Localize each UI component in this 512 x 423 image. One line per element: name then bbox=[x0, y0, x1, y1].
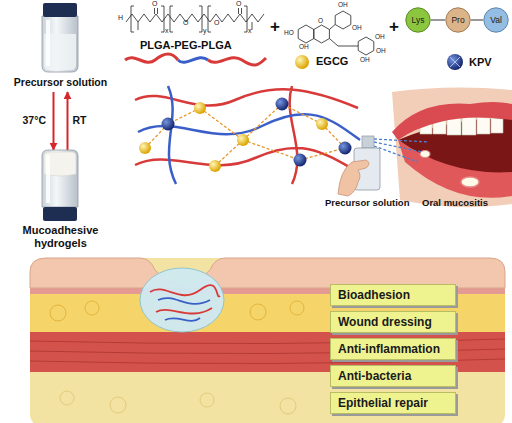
upper-lip bbox=[392, 102, 512, 140]
vial-node: Mucoadhesive hydrogels bbox=[8, 150, 113, 252]
free-label: Precursor solution bbox=[325, 198, 409, 208]
egcg-balls bbox=[139, 102, 328, 172]
vial-body bbox=[42, 150, 78, 207]
free-label: O bbox=[152, 0, 157, 7]
free-label: OH bbox=[360, 57, 370, 64]
hand bbox=[338, 160, 369, 196]
free-label: H bbox=[118, 14, 123, 21]
amino-acid-node: Val bbox=[483, 7, 509, 33]
free-label: O bbox=[183, 19, 188, 26]
plga-segment bbox=[125, 54, 178, 62]
vial-shape bbox=[8, 2, 113, 74]
node-text: Lys bbox=[405, 7, 431, 33]
egcg-ball bbox=[237, 134, 249, 146]
free-label: PLGA-PEG-PLGA bbox=[140, 40, 232, 51]
free-label: x bbox=[165, 27, 169, 34]
tissue-texture bbox=[60, 391, 296, 414]
node-text: Mucoadhesive hydrogels bbox=[8, 224, 113, 250]
function-box: Epithelial repair bbox=[330, 392, 456, 414]
free-label: OH bbox=[375, 34, 385, 41]
vial-body bbox=[42, 16, 78, 72]
glass-highlight bbox=[46, 155, 50, 203]
egcg-ball bbox=[295, 55, 309, 69]
node-text: Wound dressing bbox=[331, 315, 432, 329]
node-text: Precursor solution bbox=[8, 76, 113, 89]
glass-highlight bbox=[46, 20, 50, 66]
ball-highlight bbox=[450, 57, 460, 67]
vial-cap bbox=[43, 3, 77, 17]
function-box: Anti-inflammation bbox=[330, 338, 456, 360]
vial-shape bbox=[8, 150, 113, 222]
kpv-ball bbox=[339, 142, 352, 155]
amino-acid-circle bbox=[446, 8, 470, 32]
connector bbox=[67, 92, 69, 150]
free-label: O bbox=[214, 19, 219, 26]
connector bbox=[471, 19, 483, 20]
plga-segment bbox=[208, 58, 266, 65]
amino-acid-circle bbox=[484, 8, 508, 32]
kpv-ball bbox=[294, 154, 307, 167]
lower-lip bbox=[398, 140, 512, 198]
subcutis-layer bbox=[30, 258, 505, 423]
node-text: Val bbox=[483, 7, 509, 33]
repeat-bracket bbox=[131, 6, 247, 32]
free-label: x bbox=[248, 27, 252, 34]
free-label: OH bbox=[299, 44, 309, 51]
hydrogen-bond bbox=[145, 104, 345, 166]
ulcer bbox=[461, 177, 479, 187]
free-label: Oral mucositis bbox=[422, 198, 488, 208]
kpv-ball bbox=[162, 118, 175, 131]
free-label: O bbox=[318, 18, 323, 25]
free-label: OH bbox=[376, 48, 386, 55]
carbonyl-bond bbox=[155, 8, 242, 14]
kpv-ball bbox=[276, 98, 289, 111]
node-text: Epithelial repair bbox=[331, 396, 428, 410]
free-label: OH bbox=[352, 25, 362, 32]
muscle-fiber bbox=[30, 339, 505, 364]
function-box: Bioadhesion bbox=[330, 284, 456, 306]
connector bbox=[431, 19, 445, 20]
kpv-balls bbox=[162, 98, 352, 167]
egcg-ball bbox=[139, 142, 151, 154]
free-label: EGCG bbox=[316, 56, 348, 67]
polymer-backbone bbox=[126, 14, 264, 30]
polymer-strand bbox=[158, 298, 210, 321]
free-label: + bbox=[270, 18, 280, 35]
kpv-ball bbox=[447, 54, 463, 70]
free-label: HO bbox=[284, 30, 294, 37]
free-label: KPV bbox=[469, 57, 492, 68]
egcg-structure bbox=[298, 11, 374, 55]
free-label: y bbox=[203, 27, 207, 34]
vial-node: Precursor solution bbox=[8, 2, 113, 92]
egcg-ball bbox=[194, 102, 206, 114]
face-skin bbox=[392, 87, 512, 207]
function-box: Anti-bacteria bbox=[330, 365, 456, 387]
edge-label: RT bbox=[73, 115, 87, 126]
free-label: + bbox=[389, 18, 399, 35]
spray-nozzle bbox=[362, 136, 374, 148]
peg-segment bbox=[178, 58, 208, 63]
node-text: Pro bbox=[445, 7, 471, 33]
free-label: O bbox=[236, 0, 241, 7]
amino-acid-circle bbox=[406, 8, 430, 32]
polymer-strand bbox=[135, 86, 358, 184]
node-text: Anti-bacteria bbox=[331, 369, 411, 383]
connector bbox=[53, 92, 55, 150]
amino-acid-node: Pro bbox=[445, 7, 471, 33]
hydrogel-dressing bbox=[140, 268, 224, 332]
node-text: Bioadhesion bbox=[331, 288, 410, 302]
amino-acid-node: Lys bbox=[405, 7, 431, 33]
free-label: OH bbox=[338, 2, 348, 9]
node-text: Anti-inflammation bbox=[331, 342, 440, 356]
edge-label: 37°C bbox=[23, 115, 46, 126]
egcg-ball bbox=[209, 160, 221, 172]
polymer-strand bbox=[138, 86, 360, 184]
ulcer bbox=[420, 151, 430, 158]
vial-cap bbox=[43, 207, 77, 221]
spray-jet bbox=[374, 139, 428, 162]
function-box: Wound dressing bbox=[330, 311, 456, 333]
egcg-ball bbox=[316, 118, 328, 130]
